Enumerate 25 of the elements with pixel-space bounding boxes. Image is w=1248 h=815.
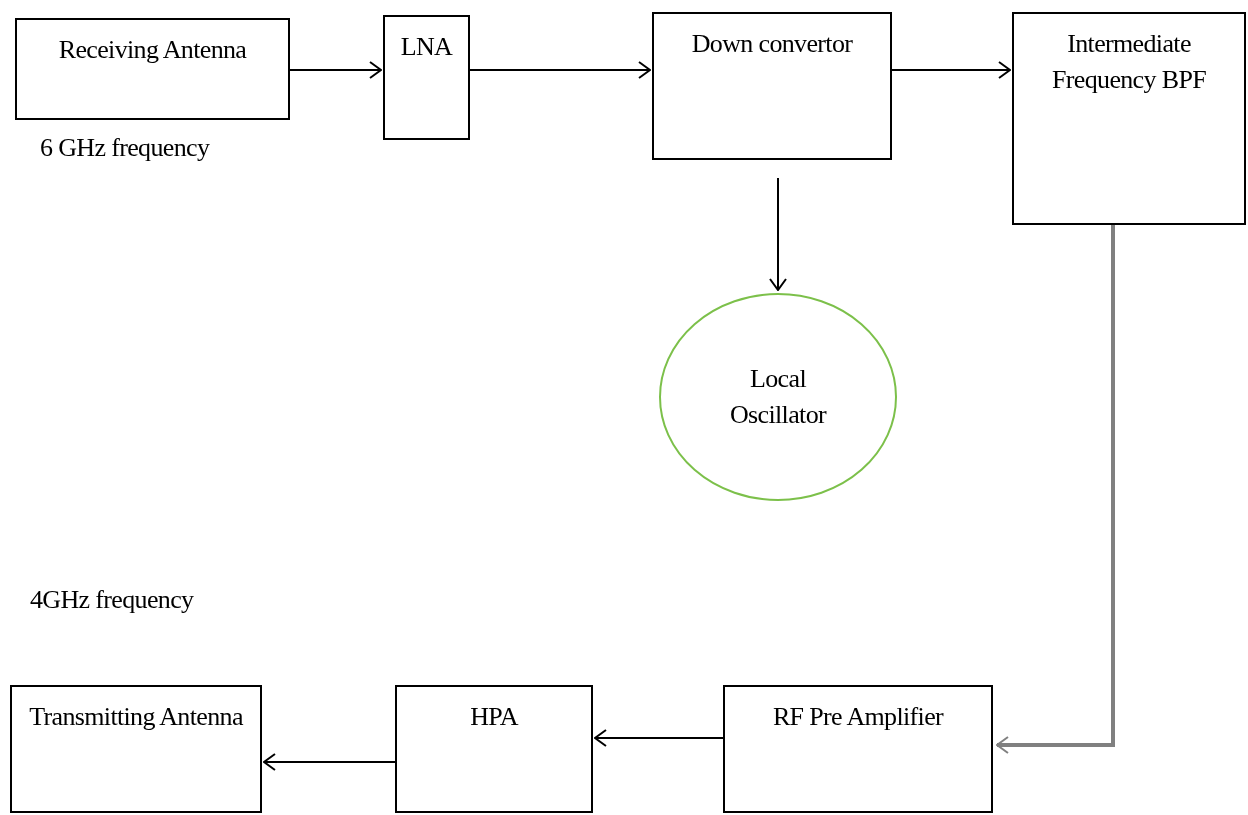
block-label: RF Pre Amplifier	[772, 701, 944, 733]
block-box	[383, 15, 470, 140]
arrow	[769, 177, 787, 291]
block-label: LNA	[400, 31, 453, 63]
block-label: Local Oscillator	[729, 362, 828, 431]
arrow	[891, 61, 1011, 79]
arrow	[263, 753, 396, 771]
block-label: HPA	[470, 701, 518, 733]
oscillator-ellipse	[658, 292, 898, 502]
arrow	[594, 729, 724, 747]
arrow	[996, 225, 1115, 754]
frequency-note: 4GHz frequency	[30, 584, 194, 616]
arrow	[469, 61, 651, 79]
block-box	[395, 685, 593, 813]
arrow	[289, 61, 382, 79]
block-box	[15, 18, 290, 120]
block-box	[1012, 12, 1246, 225]
block-label: Transmitting Antenna	[29, 701, 243, 733]
frequency-note: 6 GHz frequency	[40, 132, 210, 164]
block-label: Receiving Antenna	[58, 34, 247, 66]
block-box	[723, 685, 993, 813]
block-label: Down convertor	[691, 28, 853, 60]
block-label: Intermediate Frequency BPF	[1050, 28, 1208, 97]
block-box	[10, 685, 262, 813]
block-box	[652, 12, 892, 160]
